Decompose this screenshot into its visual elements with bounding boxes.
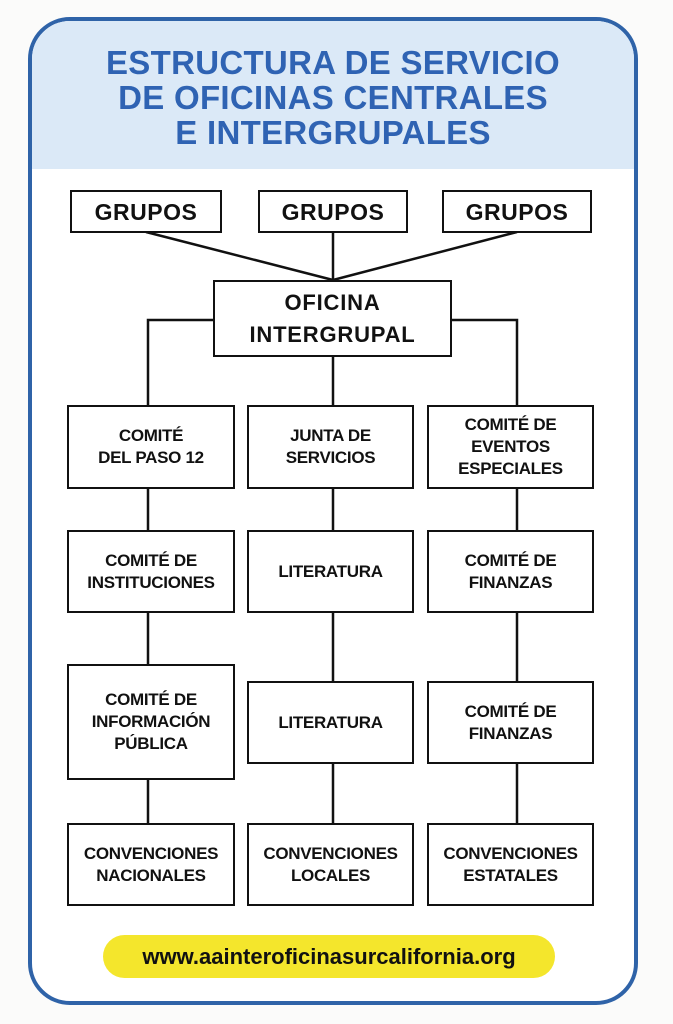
org-box-line: INFORMACIÓN bbox=[91, 712, 211, 731]
title-line-2: DE OFICINAS CENTRALES bbox=[118, 79, 548, 116]
header-band: ESTRUCTURA DE SERVICIO DE OFICINAS CENTR… bbox=[32, 21, 634, 169]
org-box-line: LITERATURA bbox=[278, 712, 383, 732]
office-line-2: INTERGRUPAL bbox=[249, 321, 416, 347]
org-box-line: COMITÉ DE bbox=[464, 701, 557, 721]
org-box-line: COMITÉ DE bbox=[105, 690, 197, 709]
grupos-box-1: GRUPOS bbox=[70, 190, 222, 233]
org-box-left-1: COMITÉ DEL PASO 12 bbox=[67, 405, 235, 489]
connector-office-right bbox=[452, 318, 519, 405]
org-box-left-3: COMITÉ DE INFORMACIÓN PÚBLICA bbox=[67, 664, 235, 780]
website-url-link[interactable]: www.aainteroficinasurcalifornia.org bbox=[103, 935, 555, 978]
org-box-line: ESPECIALES bbox=[458, 459, 563, 478]
org-box-line: DEL PASO 12 bbox=[98, 448, 204, 467]
org-box-line: JUNTA DE bbox=[290, 426, 371, 445]
oficina-intergrupal-box: OFICINA INTERGRUPAL bbox=[213, 280, 452, 357]
page-title: ESTRUCTURA DE SERVICIO DE OFICINAS CENTR… bbox=[32, 45, 634, 150]
org-box-line: CONVENCIONES bbox=[263, 843, 398, 863]
org-box-line: COMITÉ DE bbox=[464, 415, 557, 434]
org-box-line: LITERATURA bbox=[278, 561, 383, 581]
office-line-1: OFICINA bbox=[284, 289, 381, 315]
connector-office-left bbox=[146, 318, 213, 405]
org-box-center-1: JUNTA DE SERVICIOS bbox=[247, 405, 414, 489]
org-box-line: COMITÉ DE bbox=[105, 550, 197, 570]
title-line-3: E INTERGRUPALES bbox=[175, 114, 491, 151]
org-box-center-2: LITERATURA bbox=[247, 530, 414, 613]
org-box-line: ESTATALES bbox=[463, 865, 558, 885]
org-box-line: CONVENCIONES bbox=[443, 843, 578, 863]
org-box-line: NACIONALES bbox=[96, 865, 206, 885]
title-line-1: ESTRUCTURA DE SERVICIO bbox=[106, 44, 560, 81]
org-box-line: FINANZAS bbox=[468, 572, 553, 592]
org-box-line: EVENTOS bbox=[471, 437, 550, 456]
org-box-center-3: LITERATURA bbox=[247, 681, 414, 764]
org-box-line: FINANZAS bbox=[468, 723, 553, 743]
org-box-line: SERVICIOS bbox=[285, 448, 376, 467]
org-box-right-1: COMITÉ DE EVENTOS ESPECIALES bbox=[427, 405, 594, 489]
org-box-line: CONVENCIONES bbox=[83, 843, 219, 863]
grupos-box-2: GRUPOS bbox=[258, 190, 408, 233]
org-box-line: COMITÉ bbox=[118, 426, 184, 445]
connector-group1-office bbox=[145, 230, 334, 282]
org-box-line: PÚBLICA bbox=[114, 734, 188, 753]
org-box-line: COMITÉ DE bbox=[464, 550, 557, 570]
org-box-line: INSTITUCIONES bbox=[87, 572, 215, 592]
connector-group3-office bbox=[332, 230, 518, 282]
grupos-box-3: GRUPOS bbox=[442, 190, 592, 233]
org-box-line: LOCALES bbox=[290, 865, 371, 885]
